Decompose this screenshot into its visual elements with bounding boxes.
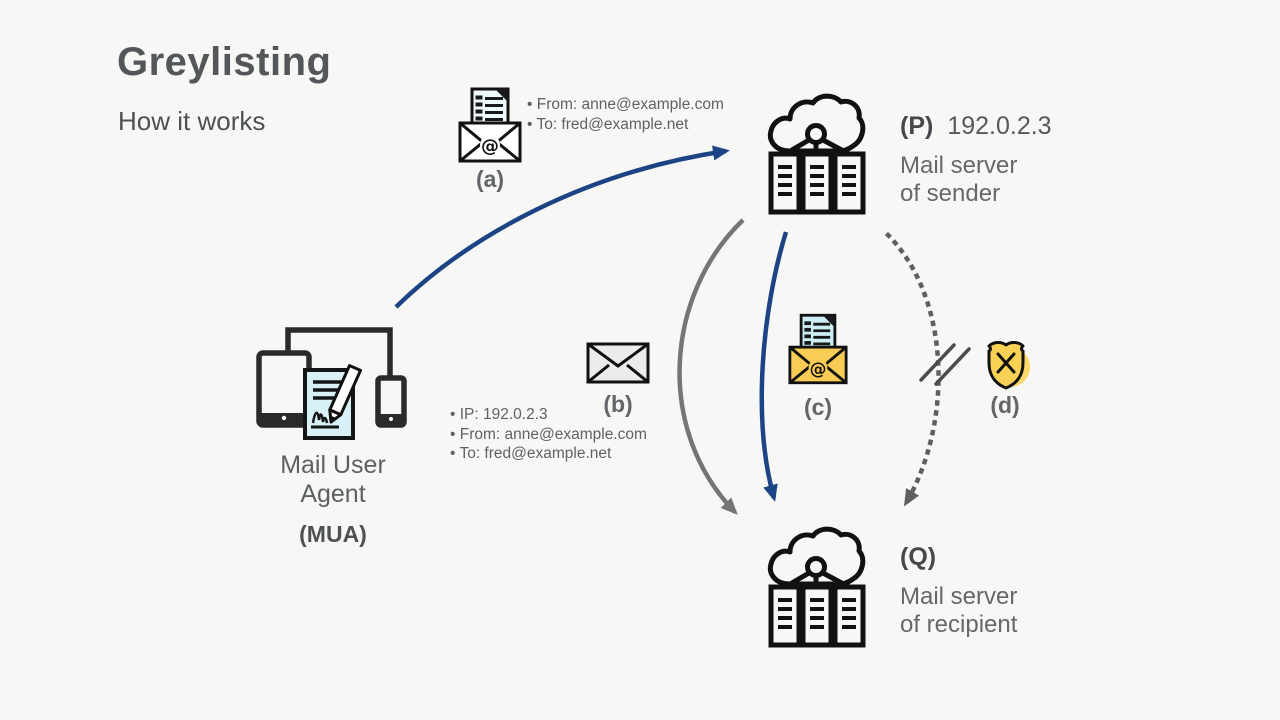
svg-text:@: @ (481, 136, 499, 157)
step-a-details: • From: anne@example.com • To: fred@exam… (527, 95, 724, 134)
envelope-icon-b (586, 342, 650, 384)
sender-server-tag: (P) (900, 112, 934, 140)
arrow-mua-to-sender-server (394, 145, 730, 309)
step-b-to: • To: fred@example.net (450, 445, 612, 462)
recipient-server-tag: (Q) (900, 543, 937, 571)
page-subtitle: How it works (118, 106, 266, 136)
sender-server-ip: 192.0.2.3 (947, 112, 1052, 140)
step-a-to: • To: fred@example.net (527, 115, 689, 133)
page-title: Greylisting (117, 40, 332, 84)
email-document-icon-a: @ (458, 87, 522, 163)
email-document-icon-c: @ (788, 313, 848, 385)
step-b-label: (b) (603, 391, 633, 417)
recipient-server-description: Mail server of recipient (900, 583, 1018, 638)
step-a-from: • From: anne@example.com (527, 96, 724, 113)
mail-user-agent-icon (256, 327, 407, 440)
sender-mail-server-icon (767, 93, 866, 215)
step-b-details: • IP: 192.0.2.3 • From: anne@example.com… (450, 405, 647, 464)
svg-text:@: @ (810, 358, 827, 378)
step-a-label: (a) (475, 166, 505, 192)
arrow-sender-to-recipient-gray (677, 218, 745, 515)
blocked-shield-icon (987, 341, 1030, 390)
mua-label: Mail User Agent (280, 451, 386, 508)
blocked-slash-mark (919, 343, 971, 386)
sender-server-description: Mail server of sender (900, 152, 1018, 207)
step-c-label: (c) (803, 394, 833, 420)
recipient-mail-server-icon (767, 526, 866, 648)
mua-abbreviation: (MUA) (299, 521, 367, 547)
step-b-ip: • IP: 192.0.2.3 (450, 406, 548, 423)
sender-server-id: (P) 192.0.2.3 (900, 112, 1052, 141)
arrow-sender-to-recipient-blue (759, 231, 789, 502)
step-d-label: (d) (990, 392, 1020, 418)
step-b-from: • From: anne@example.com (450, 425, 647, 443)
